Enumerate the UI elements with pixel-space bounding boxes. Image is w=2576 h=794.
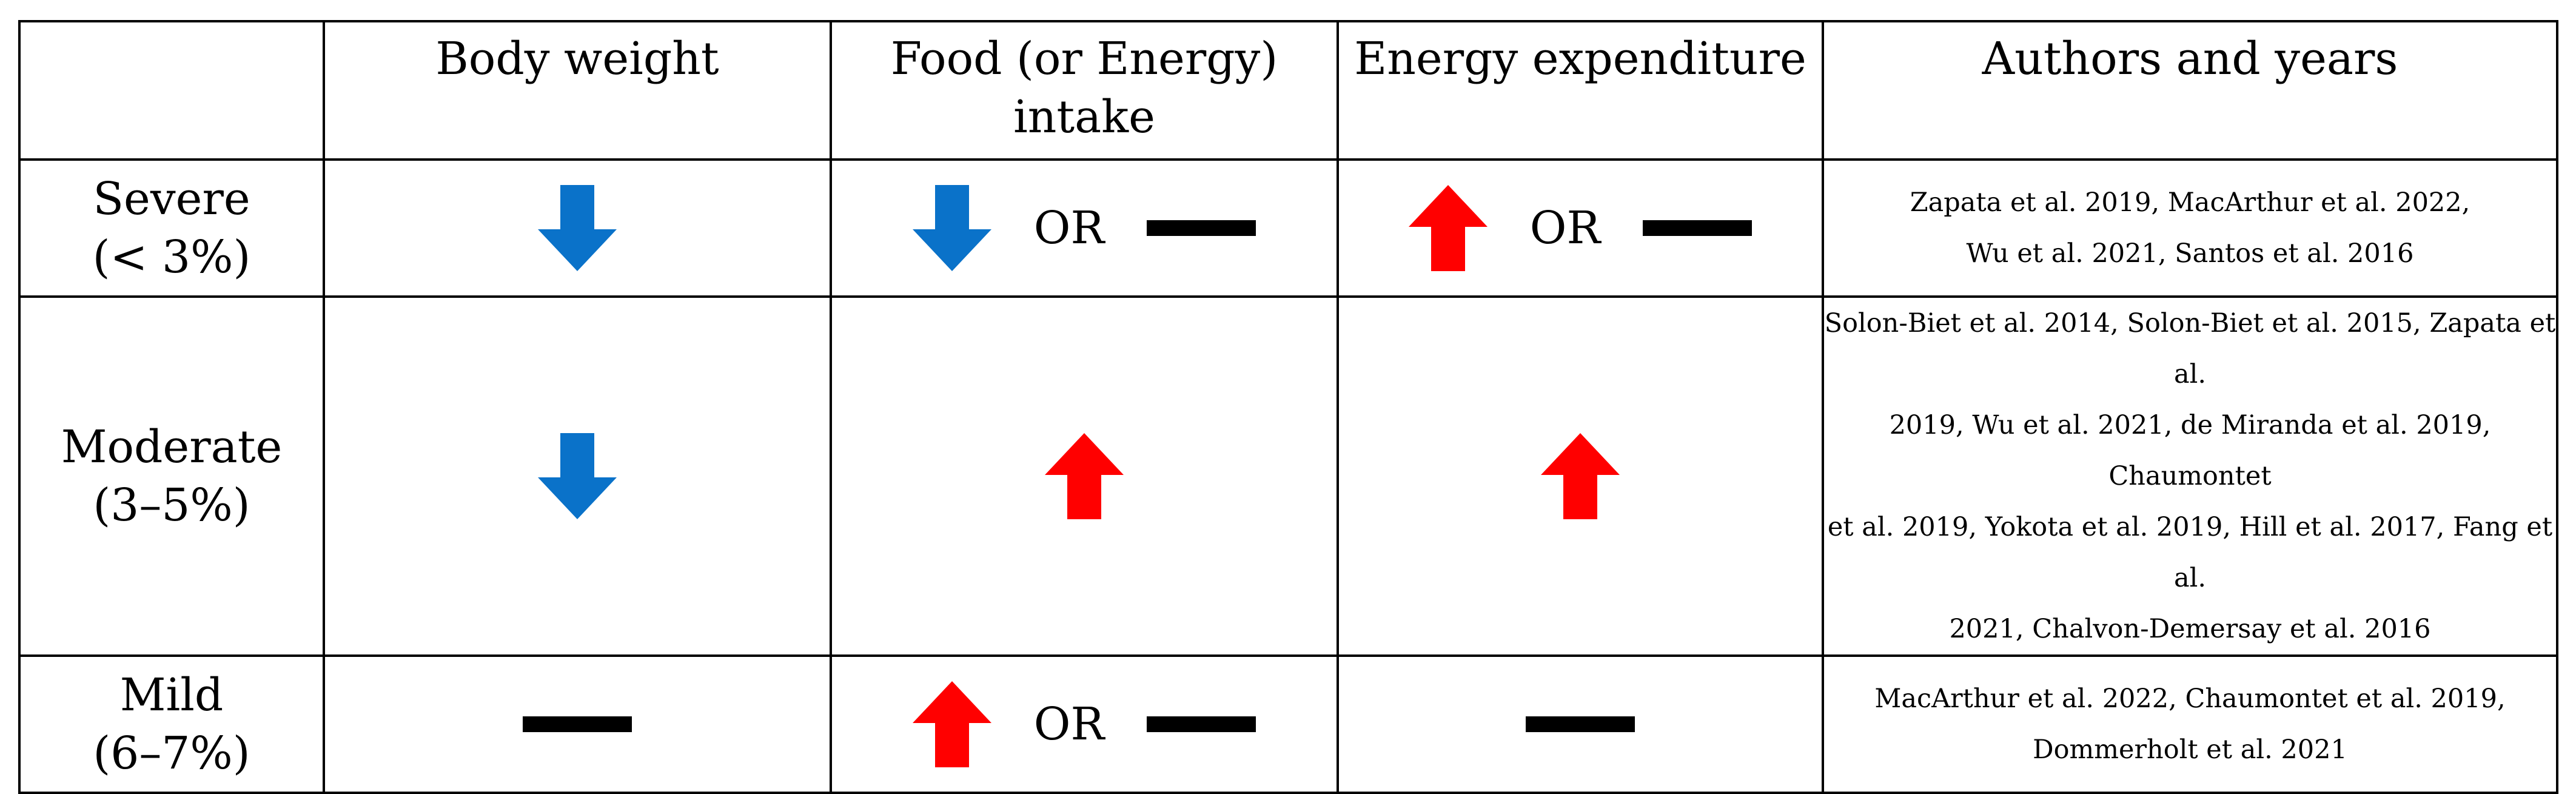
food-intake-indicator xyxy=(832,433,1337,519)
cell-energy-expenditure xyxy=(1337,654,1824,794)
body-weight-indicator xyxy=(325,185,830,271)
down-arrow-icon xyxy=(912,185,991,271)
up-arrow-icon xyxy=(1408,185,1488,271)
cell-food-intake xyxy=(830,295,1339,657)
row-label-line1: Severe xyxy=(93,173,250,225)
down-arrow-icon xyxy=(538,433,617,519)
cell-body-weight xyxy=(323,295,832,657)
ref-line: Dommerholt et al. 2021 xyxy=(2033,735,2347,765)
ref-line: Wu et al. 2021, Santos et al. 2016 xyxy=(1966,238,2414,269)
header-energy-expenditure: Energy expenditure xyxy=(1337,20,1824,161)
row-mild: Mild (6–7%) OR MacArthur et al. 2022, Ch… xyxy=(18,654,2558,794)
row-label-severe: Severe (< 3%) xyxy=(18,158,325,298)
or-label: OR xyxy=(1033,698,1105,750)
cell-body-weight xyxy=(323,158,832,298)
energy-expenditure-indicator xyxy=(1339,716,1822,732)
up-arrow-icon xyxy=(912,681,991,767)
energy-expenditure-indicator xyxy=(1339,433,1822,519)
up-arrow-icon xyxy=(1541,433,1620,519)
no-change-bar-icon xyxy=(523,716,632,732)
cell-authors: MacArthur et al. 2022, Chaumontet et al.… xyxy=(1822,654,2558,794)
cell-energy-expenditure: OR xyxy=(1337,158,1824,298)
or-label: OR xyxy=(1033,202,1105,254)
ref-line: et al. 2019, Yokota et al. 2019, Hill et… xyxy=(1827,512,2553,593)
no-change-bar-icon xyxy=(1526,716,1635,732)
header-row: Body weight Food (or Energy) intake Ener… xyxy=(18,20,2558,161)
body-weight-indicator xyxy=(325,433,830,519)
cell-authors: Solon-Biet et al. 2014, Solon-Biet et al… xyxy=(1822,295,2558,657)
row-label-mild: Mild (6–7%) xyxy=(18,654,325,794)
food-intake-indicator: OR xyxy=(832,681,1337,767)
food-intake-indicator: OR xyxy=(832,185,1337,271)
cell-energy-expenditure xyxy=(1337,295,1824,657)
cell-body-weight xyxy=(323,654,832,794)
cell-authors: Zapata et al. 2019, MacArthur et al. 202… xyxy=(1822,158,2558,298)
header-authors: Authors and years xyxy=(1822,20,2558,161)
energy-expenditure-indicator: OR xyxy=(1339,185,1822,271)
row-label-line1: Moderate xyxy=(61,421,283,473)
row-label-line2: (3–5%) xyxy=(93,479,250,531)
or-label: OR xyxy=(1529,202,1601,254)
ref-line: 2021, Chalvon-Demersay et al. 2016 xyxy=(1949,614,2431,644)
no-change-bar-icon xyxy=(1643,220,1753,236)
body-weight-indicator xyxy=(325,716,830,732)
row-label-line1: Mild xyxy=(119,669,224,721)
ref-line: Solon-Biet et al. 2014, Solon-Biet et al… xyxy=(1824,308,2556,389)
header-body-weight: Body weight xyxy=(323,20,832,161)
cell-food-intake: OR xyxy=(830,158,1339,298)
row-label-line2: (6–7%) xyxy=(93,727,250,779)
effects-table: Body weight Food (or Energy) intake Ener… xyxy=(18,20,2558,794)
row-label-line2: (< 3%) xyxy=(92,231,251,283)
up-arrow-icon xyxy=(1045,433,1124,519)
ref-line: MacArthur et al. 2022, Chaumontet et al.… xyxy=(1874,684,2506,714)
header-food-intake-line1: Food (or Energy) xyxy=(890,33,1278,85)
header-empty-cell xyxy=(18,20,325,161)
down-arrow-icon xyxy=(538,185,617,271)
row-moderate: Moderate (3–5%) Solon-Biet et al. 2014, … xyxy=(18,295,2558,657)
ref-line: 2019, Wu et al. 2021, de Miranda et al. … xyxy=(1889,410,2491,491)
ref-line: Zapata et al. 2019, MacArthur et al. 202… xyxy=(1910,187,2470,218)
row-label-moderate: Moderate (3–5%) xyxy=(18,295,325,657)
cell-food-intake: OR xyxy=(830,654,1339,794)
header-food-intake-line2: intake xyxy=(1013,91,1155,143)
no-change-bar-icon xyxy=(1147,716,1256,732)
no-change-bar-icon xyxy=(1147,220,1256,236)
row-severe: Severe (< 3%) OR OR Zapata et al. 2019, … xyxy=(18,158,2558,298)
header-food-intake: Food (or Energy) intake xyxy=(830,20,1339,161)
